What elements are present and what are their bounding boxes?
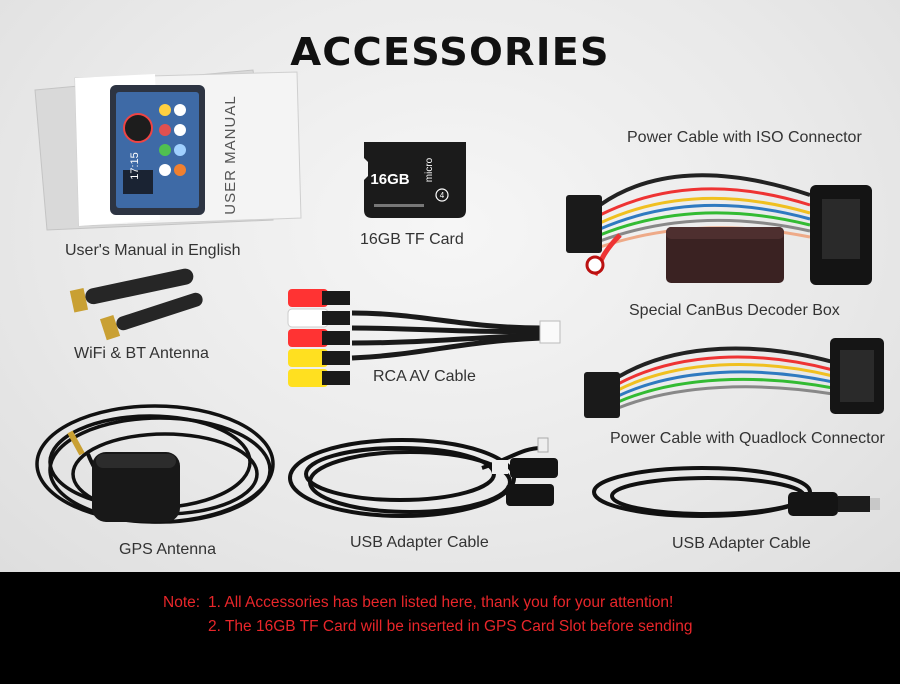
canbus-box-image [666,227,784,283]
power-cable-quadlock-label: Power Cable with Quadlock Connector [610,430,885,447]
tf-card-capacity: 16GB [370,171,409,188]
canbus-box-label: Special CanBus Decoder Box [629,302,840,319]
tf-card-image: 16GB micro 4 [364,142,466,218]
tf-card-class: 4 [440,191,445,200]
notes-bar: Note: 1. All Accessories has been listed… [0,572,900,684]
gps-antenna-label: GPS Antenna [119,541,216,558]
usb-cable-2-image [592,466,880,518]
wifi-bt-antenna-image [69,268,203,341]
manual-cover-title: USER MANUAL [222,95,239,214]
page-title: ACCESSORIES [290,30,610,74]
rca-cable-image [287,289,561,387]
notes-prefix: Note: [163,594,201,611]
note-line-1: 1. All Accessories has been listed here,… [208,594,674,611]
manual-clock: 17:15 [129,152,141,180]
users-manual-image: 17:15 USER MANUAL [34,69,302,231]
note-line-2: 2. The 16GB TF Card will be inserted in … [208,618,693,635]
usb-cable-1-label: USB Adapter Cable [350,534,489,551]
power-cable-iso-label: Power Cable with ISO Connector [627,129,862,146]
users-manual-label: User's Manual in English [65,242,241,259]
usb-cable-2-label: USB Adapter Cable [672,535,811,552]
tf-card-brand: micro [424,157,435,182]
power-cable-quadlock-image [584,338,884,418]
gps-antenna-image [35,404,275,524]
tf-card-label: 16GB TF Card [360,231,464,248]
usb-cable-1-image [288,437,558,518]
rca-cable-label: RCA AV Cable [373,368,476,385]
wifi-bt-antenna-label: WiFi & BT Antenna [74,345,209,362]
